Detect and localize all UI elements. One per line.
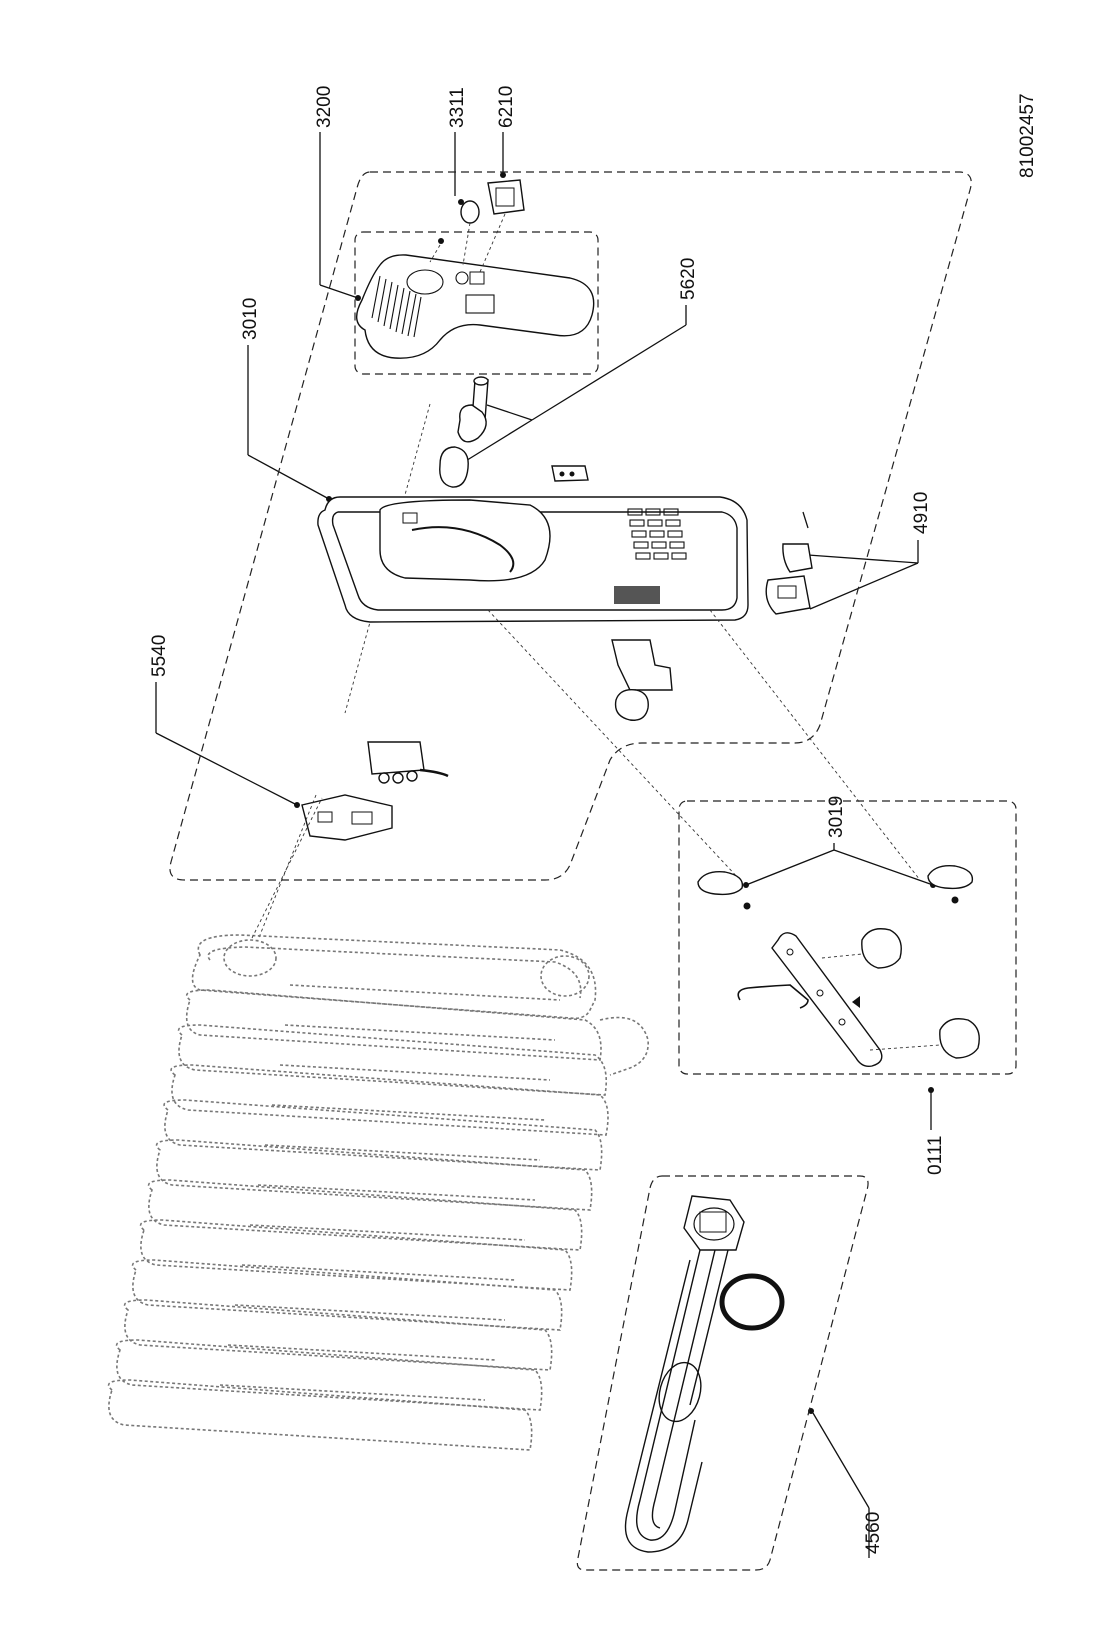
leader-lines — [155, 132, 936, 1558]
knob-3311 — [460, 200, 480, 266]
callout-6210: 6210 — [496, 86, 517, 128]
group-outline-main — [169, 171, 972, 881]
group-outline-4560 — [576, 1175, 869, 1571]
thermostat-5620 — [344, 376, 489, 714]
callout-3200: 3200 — [314, 86, 335, 128]
group-outline-3200 — [354, 231, 599, 375]
callout-4910: 4910 — [911, 492, 932, 534]
control-panel-cover-3200 — [356, 238, 595, 359]
callout-3019: 3019 — [826, 796, 847, 838]
terminal-block — [367, 741, 449, 784]
callout-5620: 5620 — [678, 258, 699, 300]
drawing-number: 81002457 — [1017, 93, 1038, 178]
callout-3010: 3010 — [240, 298, 261, 340]
callout-5540: 5540 — [149, 635, 170, 677]
callout-4560: 4560 — [863, 1512, 884, 1554]
switch-6210 — [479, 179, 525, 273]
callout-3311: 3311 — [447, 87, 468, 128]
terminal-connector — [551, 465, 589, 482]
bracket-part — [611, 639, 673, 721]
switch-5540 — [257, 794, 393, 941]
radiator-body-ghost — [107, 797, 649, 1451]
group-outline-0111 — [678, 800, 1017, 1075]
callout-0111: 0111 — [925, 1136, 946, 1175]
heating-element-4560 — [624, 1195, 785, 1553]
clips-4910 — [765, 511, 813, 615]
component-set-0111 — [697, 865, 980, 1068]
main-housing-3010 — [317, 496, 921, 881]
